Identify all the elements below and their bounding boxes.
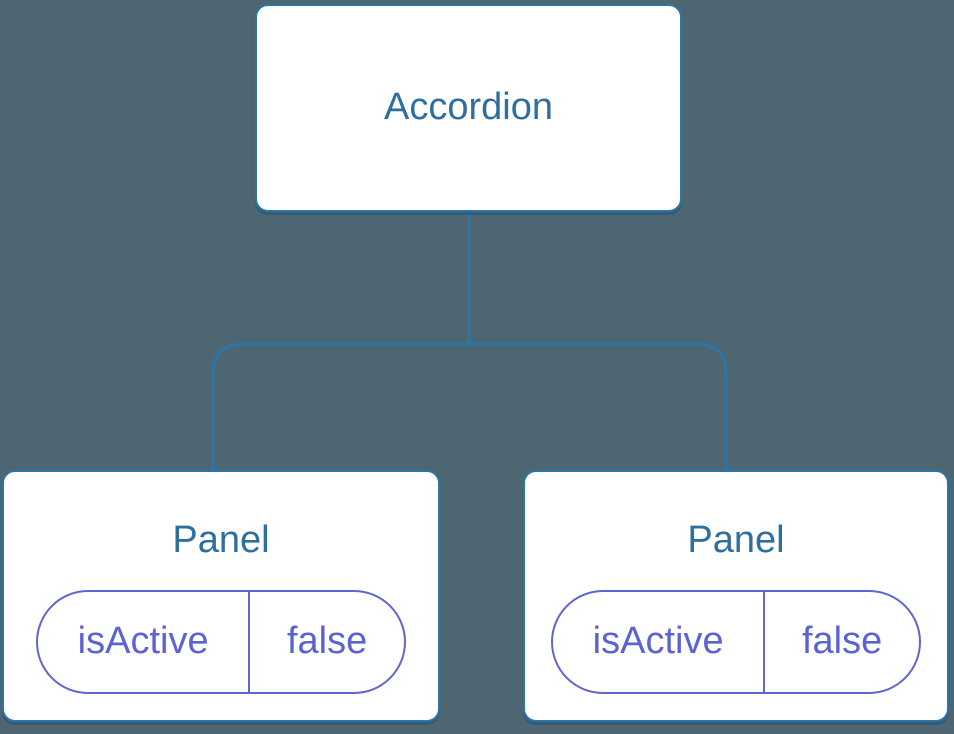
panel-node-label: Panel <box>687 519 785 561</box>
panel-node-right: Panel isActive false <box>523 470 949 722</box>
branch-bracket-line <box>211 342 728 472</box>
state-key: isActive <box>38 591 251 692</box>
state-pill: isActive false <box>36 589 406 694</box>
state-key: isActive <box>553 591 766 692</box>
accordion-node: Accordion <box>255 4 682 212</box>
accordion-node-label: Accordion <box>384 86 553 129</box>
panel-node-left: Panel isActive false <box>2 470 440 722</box>
state-value: false <box>801 620 883 663</box>
state-value: false <box>286 620 368 663</box>
panel-node-label: Panel <box>172 519 270 561</box>
state-pill: isActive false <box>551 589 921 694</box>
